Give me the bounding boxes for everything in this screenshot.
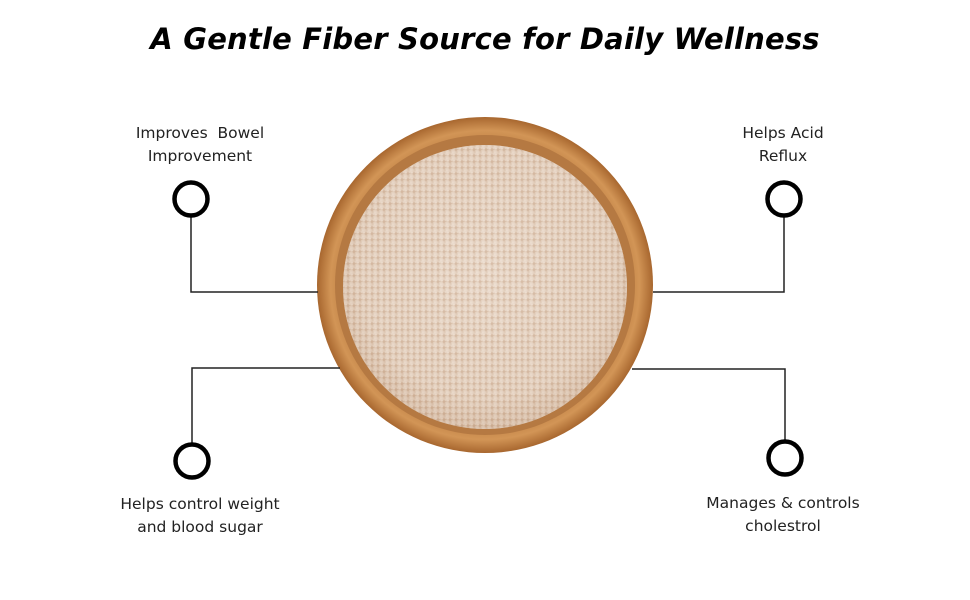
page-title: A Gentle Fiber Source for Daily Wellness xyxy=(150,22,820,56)
benefit-line: Reflux xyxy=(758,147,808,165)
connector-top-left xyxy=(190,216,318,293)
connector-top-right xyxy=(653,216,785,293)
circle-marker-icon xyxy=(766,439,804,477)
connector-bottom-right xyxy=(632,368,786,441)
benefit-cholesterol: Manages & controls cholestrol xyxy=(673,492,893,538)
benefit-line: Improves Bowel xyxy=(135,124,265,142)
benefit-line: and blood sugar xyxy=(137,518,263,536)
benefit-acid-reflux: Helps Acid Reflux xyxy=(673,122,893,168)
connector-bottom-left xyxy=(191,367,340,444)
benefit-line: cholestrol xyxy=(745,517,821,535)
circle-marker-icon xyxy=(172,180,210,218)
benefit-bowel: Improves Bowel Improvement xyxy=(90,122,310,168)
benefit-line: Helps control weight xyxy=(120,495,280,513)
benefit-line: Manages & controls xyxy=(706,494,860,512)
benefit-weight-sugar: Helps control weight and blood sugar xyxy=(90,493,310,539)
benefit-line: Improvement xyxy=(147,147,253,165)
benefit-line: Helps Acid xyxy=(742,124,824,142)
circle-marker-icon xyxy=(765,180,803,218)
circle-marker-icon xyxy=(173,442,211,480)
connector-lines xyxy=(190,216,786,444)
psyllium-bowl-image xyxy=(317,117,653,453)
